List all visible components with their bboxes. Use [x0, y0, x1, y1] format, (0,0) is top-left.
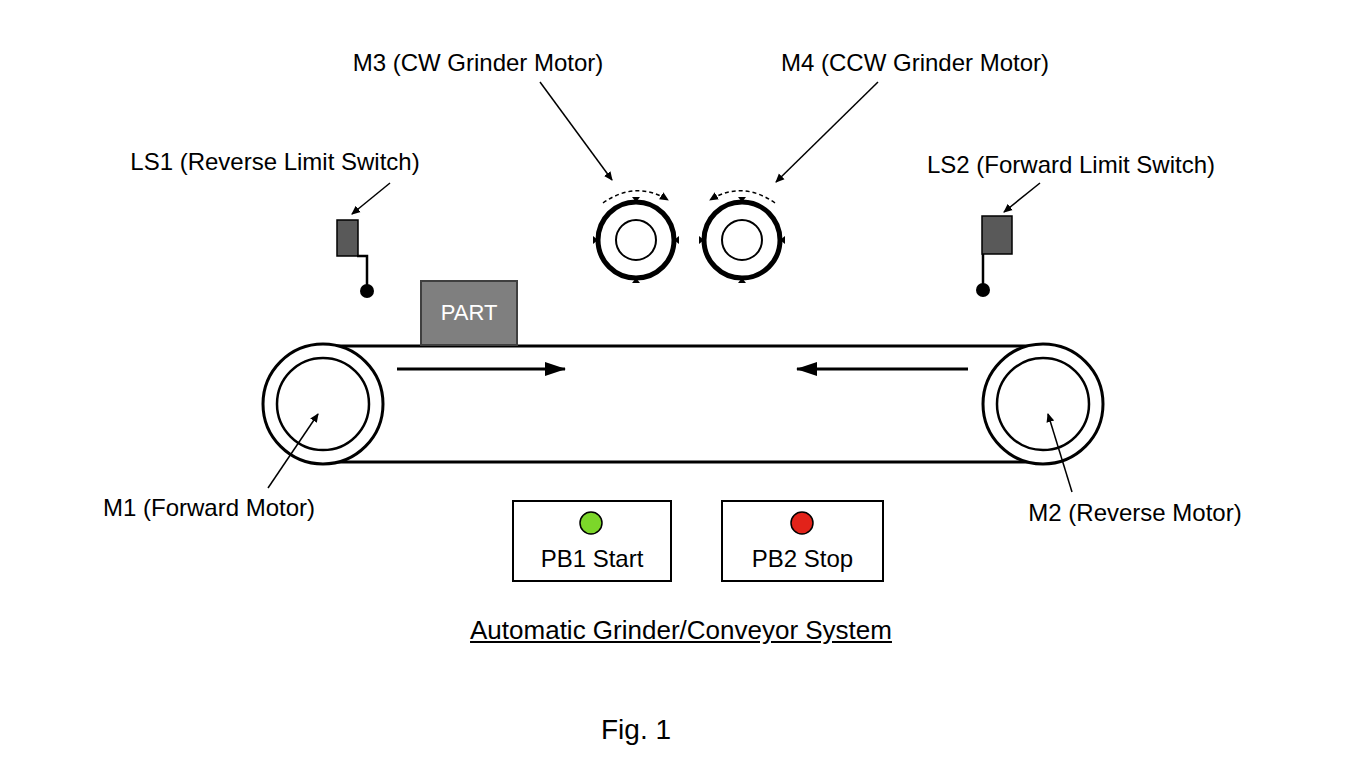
callout-label: M4 (CCW Grinder Motor) [781, 49, 1049, 77]
callout-label: LS1 (Reverse Limit Switch) [130, 148, 419, 176]
callout-label: M2 (Reverse Motor) [1028, 499, 1241, 527]
limit-switch-ls2 [976, 216, 1012, 297]
node-text: PART [422, 300, 516, 325]
start-button-box: PB1 Start [512, 500, 672, 582]
forward-arrow [397, 368, 565, 371]
callout-label: M3 (CW Grinder Motor) [353, 49, 604, 77]
callout-label: M1 (Forward Motor) [103, 494, 315, 522]
limit-switch-ls1 [337, 220, 374, 298]
stop-lamp [791, 512, 813, 534]
callout-label: LS2 (Forward Limit Switch) [927, 151, 1215, 179]
grinder-m3 [593, 191, 679, 283]
conveyor-belt [323, 346, 1043, 462]
leader-lines [268, 82, 1072, 492]
reverse-motor-pulley [983, 344, 1103, 464]
node-text: PB2 Stop [723, 545, 882, 573]
part-box: PART [420, 280, 518, 346]
reverse-arrow [797, 368, 968, 371]
forward-motor-pulley [263, 344, 383, 464]
stop-button-box: PB2 Stop [721, 500, 884, 582]
diagram-title: Automatic Grinder/Conveyor System [470, 616, 892, 646]
figure-caption: Fig. 1 [601, 714, 671, 746]
start-lamp [580, 512, 602, 534]
grinder-m4 [699, 191, 785, 283]
node-text: PB1 Start [514, 545, 670, 573]
